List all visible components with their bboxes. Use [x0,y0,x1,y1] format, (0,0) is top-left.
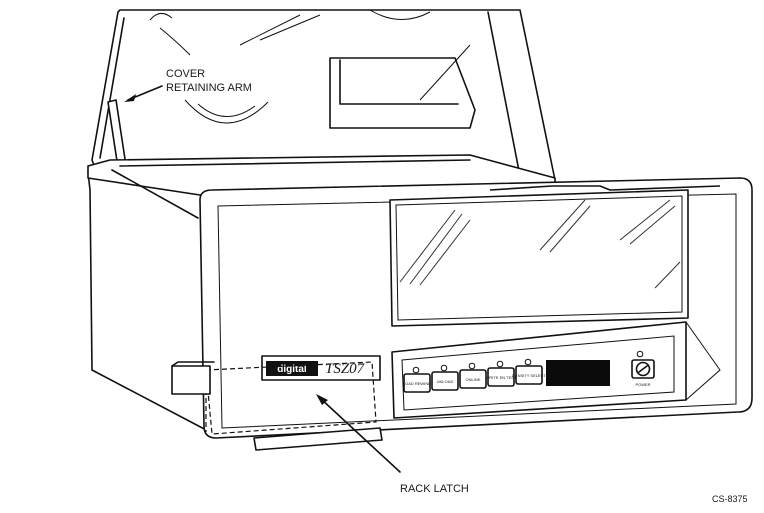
button-label: ONLINE [466,377,481,382]
led-indicator [412,366,420,374]
rack-latch-label: RACK LATCH [400,483,469,495]
power-switch[interactable]: POWER [631,350,655,387]
button-online[interactable]: ONLINE [459,362,487,389]
led-display [546,360,610,386]
rack-latch-arrowhead [316,394,328,405]
brand-logo-text: digital [277,364,307,375]
power-led [636,350,644,358]
button-label: WRITE EN TEST [486,375,517,380]
led-indicator [468,362,476,370]
front-panel [199,177,753,439]
led-indicator [440,364,448,372]
model-badge: digital TSZ07 [261,355,381,381]
cover-arm-arrowhead [124,94,136,102]
led-indicator [496,360,504,368]
led-indicator [524,358,532,366]
open-lid [91,9,556,183]
button-load-rewind[interactable]: LOAD REWIND [403,366,431,393]
model-name: TSZ07 [325,361,366,377]
cover-arm-label-line1: COVER [166,68,205,80]
power-label: POWER [635,382,650,387]
button-unload[interactable]: UNLOAD [431,364,459,391]
rack-latch-leader-line [319,397,401,473]
window-glare [399,199,681,289]
button-label: LOAD REWIND [403,381,431,386]
cover-arm-label-line2: RETAINING ARM [166,82,252,94]
figure-id: CS-8375 [712,494,748,504]
button-label: DENSITY SELECT [512,373,546,378]
button-row: LOAD REWIND UNLOAD ONLINE WRITE EN TEST … [403,358,547,393]
button-label: UNLOAD [437,379,454,384]
callout-arrows [124,85,401,473]
rack-latch [171,361,383,451]
button-density-select[interactable]: DENSITY SELECT [512,358,547,385]
button-write-en-test[interactable]: WRITE EN TEST [486,360,517,387]
